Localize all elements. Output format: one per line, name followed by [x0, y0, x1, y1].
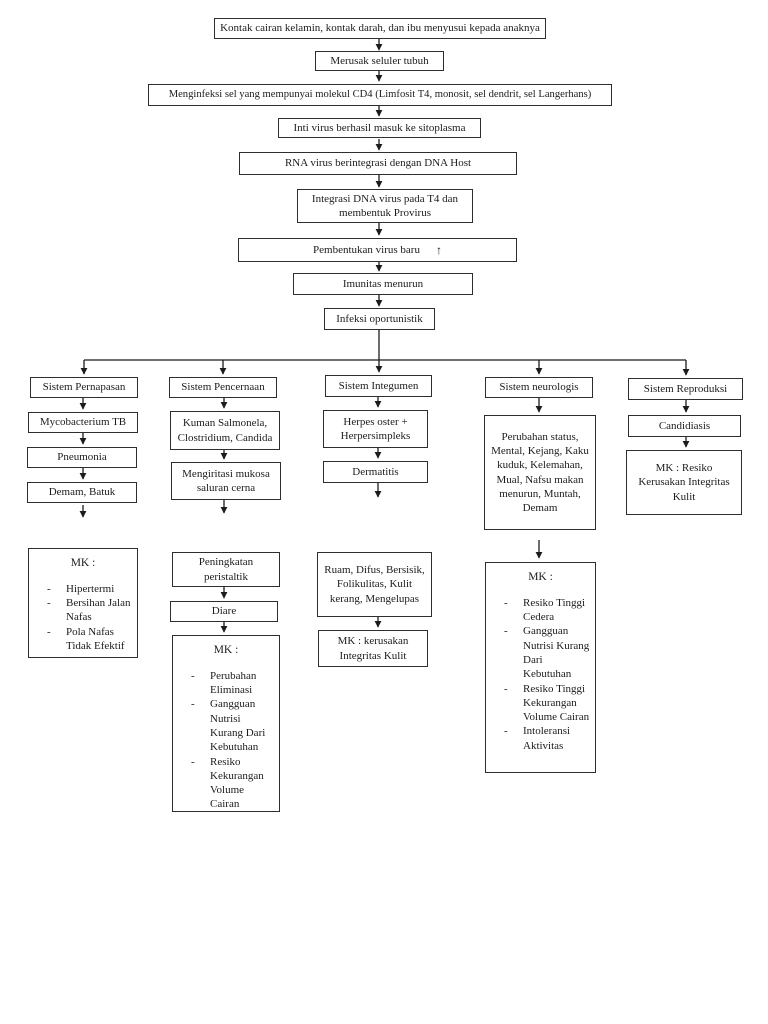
header-sistem-reproduksi: Sistem Reproduksi — [628, 378, 743, 400]
mk-item-text: Bersihan Jalan Nafas — [66, 597, 131, 624]
mk-title: MK : — [70, 557, 96, 569]
node-dermatitis: Dermatitis — [323, 461, 428, 483]
node-infeksi-oportunistik: Infeksi oportunistik — [324, 308, 435, 330]
node-text: Peningkatan peristaltik — [198, 556, 254, 583]
branch-connectors — [80, 330, 690, 376]
mk-item: - Pola Nafas Tidak Efektif — [34, 625, 132, 654]
mk-item-text: Resiko Kekurangan Volume Cairan — [210, 755, 264, 811]
mk-box-pencernaan: MK : - Perubahan Eliminasi - Gangguan Nutr… — [172, 635, 280, 812]
header-sistem-integumen: Sistem Integumen — [325, 375, 432, 397]
dash-bullet: - — [47, 582, 51, 595]
node-text: Sistem neurologis — [499, 381, 579, 394]
node-kuman-salmonela: Kuman Salmonela, Clostridium, Candida — [170, 411, 280, 450]
node-text: Sistem Integumen — [338, 379, 419, 392]
node-text: Herpes oster + Herpersimpleks — [340, 415, 411, 442]
node-text: Imunitas menurun — [342, 277, 424, 290]
node-candidiasis: Candidiasis — [628, 415, 741, 437]
node-demam-batuk: Demam, Batuk — [27, 482, 137, 503]
node-text: Demam, Batuk — [48, 486, 116, 499]
mk-item: - Bersihan Jalan Nafas — [34, 596, 132, 625]
mk-item: - Resiko Tinggi Cedera — [491, 596, 590, 625]
node-text: MK : Resiko Kerusakan Integritas Kulit — [638, 462, 730, 503]
dash-bullet: - — [504, 725, 508, 738]
node-text: Candidiasis — [658, 419, 711, 432]
up-arrow-icon: ↑ — [435, 243, 442, 257]
node-mk-resiko-kerusakan: MK : Resiko Kerusakan Integritas Kulit — [626, 450, 742, 515]
node-text: MK : kerusakan Integritas Kulit — [337, 635, 409, 662]
header-sistem-pencernaan: Sistem Pencernaan — [169, 377, 277, 398]
mk-item-text: Pola Nafas Tidak Efektif — [66, 625, 125, 652]
header-sistem-neurologis: Sistem neurologis — [485, 377, 593, 398]
node-herpes: Herpes oster + Herpersimpleks — [323, 410, 428, 448]
node-diare: Diare — [170, 601, 278, 622]
node-mycobacterium-tb: Mycobacterium TB — [28, 412, 138, 433]
mk-item: - Resiko Kekurangan Volume Cairan — [178, 755, 274, 812]
mk-item-text: Resiko Tinggi Cedera — [523, 596, 586, 624]
dash-bullet: - — [191, 669, 195, 682]
node-ruam-difus: Ruam, Difus, Bersisik, Folikulitas, Kuli… — [317, 552, 432, 617]
node-rna-integrasi: RNA virus berintegrasi dengan DNA Host — [239, 152, 517, 175]
node-mk-kerusakan-integritas: MK : kerusakan Integritas Kulit — [318, 630, 428, 667]
node-text: Kuman Salmonela, Clostridium, Candida — [177, 417, 273, 444]
node-text: Sistem Pernapasan — [42, 381, 126, 394]
node-text: Inti virus berhasil masuk ke sitoplasma — [293, 121, 466, 134]
mk-title: MK : — [213, 644, 239, 656]
node-text: Merusak seluler tubuh — [330, 54, 429, 67]
mk-item: - Gangguan Nutrisi Kurang Dari Kebutuhan — [178, 697, 274, 754]
mk-box-pernapasan: MK : - Hipertermi - Bersihan Jalan Nafas -… — [28, 548, 138, 658]
node-menginfeksi-cd4: Menginfeksi sel yang mempunyai molekul C… — [148, 84, 612, 106]
mk-item-text: Gangguan Nutrisi Kurang Dari Kebutuhan — [523, 625, 590, 681]
dash-bullet: - — [47, 625, 51, 638]
node-imunitas-menurun: Imunitas menurun — [293, 273, 473, 295]
node-integrasi-provirus: Integrasi DNA virus pada T4 dan membentu… — [297, 189, 473, 223]
node-merusak-seluler: Merusak seluler tubuh — [315, 51, 444, 71]
mk-item: - Perubahan Eliminasi — [178, 669, 274, 698]
node-text: Integrasi DNA virus pada T4 dan membentu… — [311, 192, 459, 219]
node-inti-virus: Inti virus berhasil masuk ke sitoplasma — [278, 118, 481, 138]
dash-bullet: - — [504, 682, 508, 695]
mk-item: - Hipertermi — [34, 582, 132, 596]
node-pembentukan-virus: Pembentukan virus baru ↑ — [238, 238, 517, 262]
node-text: Infeksi oportunistik — [336, 312, 423, 325]
node-text: RNA virus berintegrasi dengan DNA Host — [284, 157, 472, 170]
node-text: Perubahan status, Mental, Kejang, Kaku k… — [491, 431, 589, 514]
node-text: Kontak cairan kelamin, kontak darah, dan… — [220, 22, 540, 35]
node-text: Mycobacterium TB — [39, 416, 127, 429]
mk-item-text: Resiko Tinggi Kekurangan Volume Cairan — [523, 682, 590, 724]
mk-item-text: Perubahan Eliminasi — [210, 669, 257, 697]
node-text: Pembentukan virus baru — [313, 243, 420, 256]
node-gejala-neurologis: Perubahan status, Mental, Kejang, Kaku k… — [484, 415, 596, 530]
mk-item: - Intoleransi Aktivitas — [491, 724, 590, 753]
header-sistem-pernapasan: Sistem Pernapasan — [30, 377, 138, 398]
node-text: Pneumonia — [57, 451, 107, 464]
mk-box-neurologis: MK : - Resiko Tinggi Cedera - Gangguan Nut… — [485, 562, 596, 773]
mk-item-text: Gangguan Nutrisi Kurang Dari Kebutuhan — [210, 698, 266, 754]
mk-title: MK : — [528, 571, 553, 583]
dash-bullet: - — [191, 698, 195, 711]
dash-bullet: - — [504, 625, 508, 638]
node-text: Sistem Pencernaan — [181, 381, 265, 394]
node-mengiritasi-mukosa: Mengiritasi mukosa saluran cerna — [171, 462, 281, 500]
node-text: Sistem Reproduksi — [643, 382, 728, 395]
dash-bullet: - — [47, 597, 51, 610]
node-pneumonia: Pneumonia — [27, 447, 137, 468]
node-text: Mengiritasi mukosa saluran cerna — [182, 467, 270, 494]
node-kontak-cairan: Kontak cairan kelamin, kontak darah, dan… — [214, 18, 546, 39]
mk-item-text: Intoleransi Aktivitas — [523, 725, 571, 752]
node-text: Menginfeksi sel yang mempunyai molekul C… — [168, 89, 592, 101]
node-text: Dermatitis — [352, 465, 399, 478]
mk-item-text: Hipertermi — [66, 582, 115, 595]
dash-bullet: - — [504, 596, 508, 609]
mk-item: - Gangguan Nutrisi Kurang Dari Kebutuhan — [491, 624, 590, 681]
node-peningkatan-peristaltik: Peningkatan peristaltik — [172, 552, 280, 587]
node-text: Ruam, Difus, Bersisik, Folikulitas, Kuli… — [324, 564, 425, 605]
dash-bullet: - — [191, 755, 195, 768]
node-text: Diare — [211, 605, 237, 618]
mk-item: - Resiko Tinggi Kekurangan Volume Cairan — [491, 682, 590, 725]
